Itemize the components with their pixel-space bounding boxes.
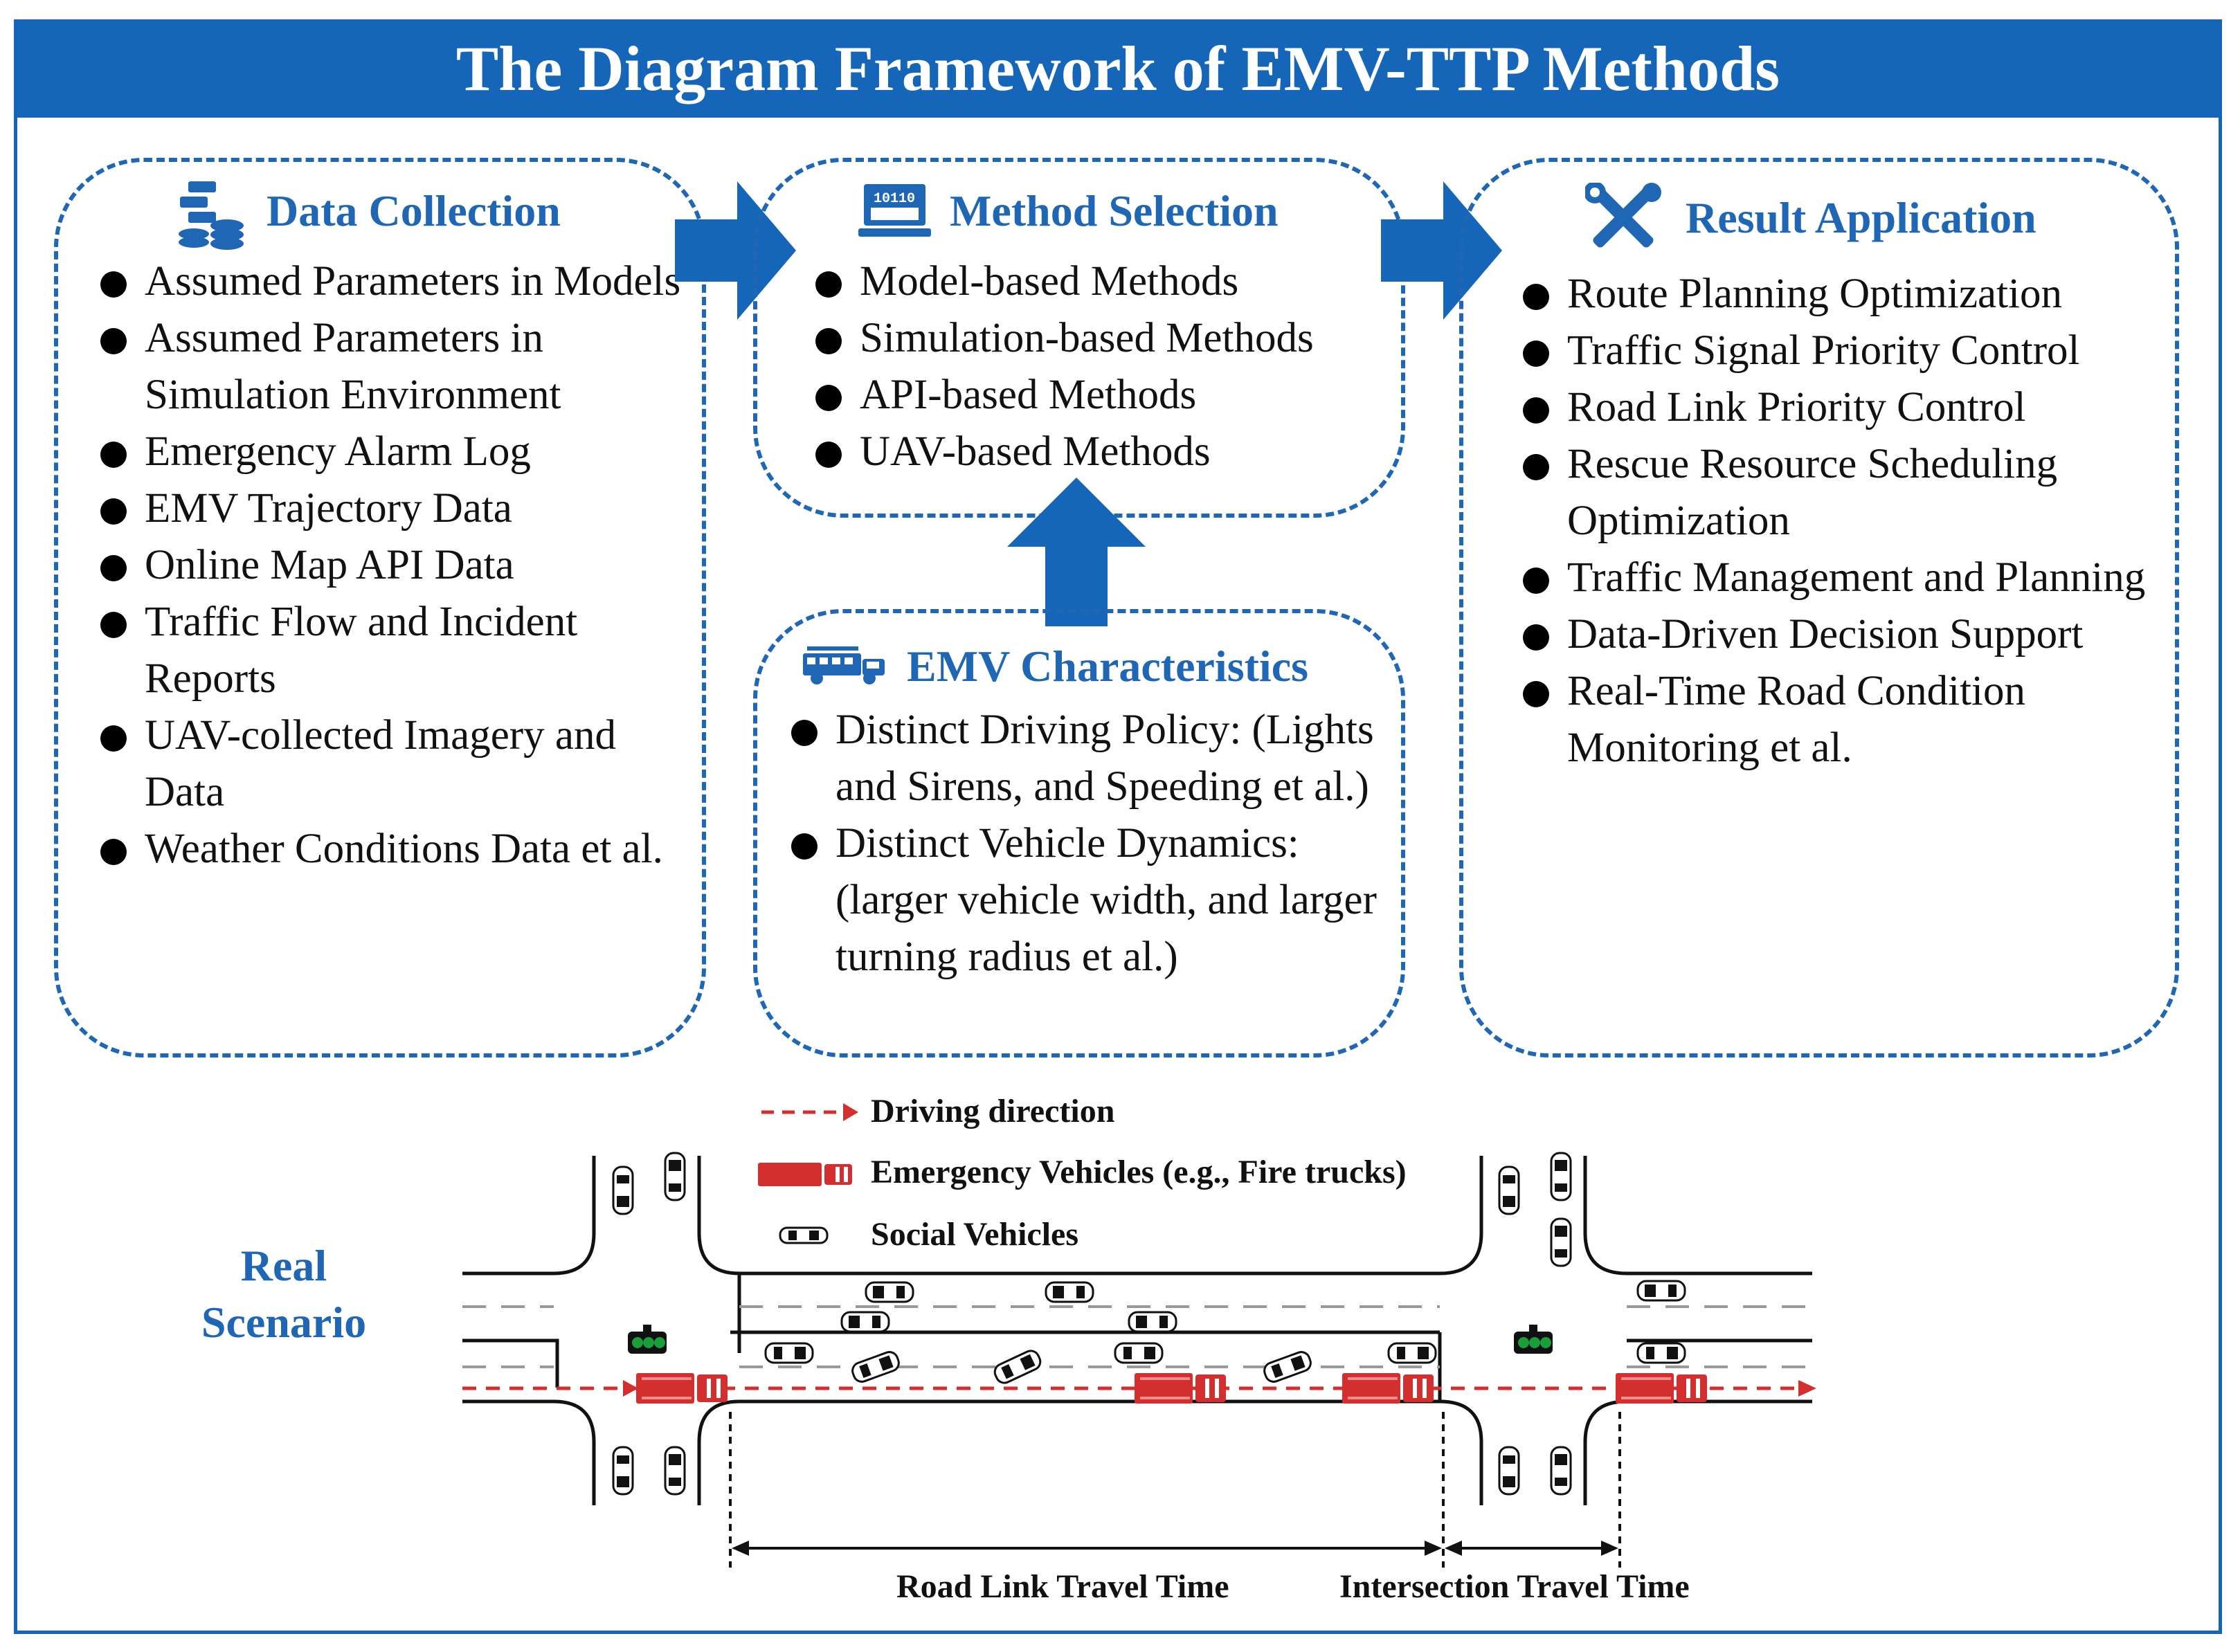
list-item: Assumed Parameters in Simulation Environ…	[100, 310, 682, 424]
car-legend-icon	[779, 1226, 829, 1244]
traffic-signal	[628, 1325, 667, 1354]
list-item: Traffic Flow and Incident Reports	[100, 594, 682, 707]
fire-truck-icon	[803, 646, 885, 684]
emergency-vehicle	[1342, 1373, 1434, 1404]
list-item: Online Map API Data	[100, 537, 682, 594]
driving-direction-arrow	[761, 1103, 858, 1121]
diagram-title: The Diagram Framework of EMV-TTP Methods	[14, 19, 2222, 118]
social-vehicle	[1128, 1311, 1177, 1333]
list-item: Simulation-based Methods	[815, 310, 1397, 367]
list-item: Road Link Priority Control	[1523, 379, 2174, 436]
social-vehicle	[1387, 1342, 1437, 1364]
social-vehicle	[1114, 1342, 1164, 1364]
social-vehicle	[1550, 1217, 1572, 1267]
list-item: Distinct Driving Policy: (Lights and Sir…	[791, 702, 1387, 815]
social-vehicle	[664, 1152, 686, 1201]
social-vehicle	[612, 1446, 634, 1496]
legend-social-vehicles: Social Vehicles	[871, 1216, 1079, 1253]
social-vehicle	[1261, 1348, 1315, 1386]
real-scenario-label: Real Scenario	[201, 1241, 367, 1347]
list-item: Route Planning Optimization	[1523, 266, 2174, 323]
legend-driving-direction: Driving direction	[871, 1093, 1115, 1129]
traffic-signal	[1514, 1325, 1553, 1354]
social-vehicle	[1498, 1165, 1520, 1215]
method-selection-title: Method Selection	[950, 186, 1279, 235]
intersection-travel-time-label: Intersection Travel Time	[1339, 1568, 1690, 1605]
social-vehicle	[764, 1342, 814, 1364]
result-application-list: Route Planning Optimization Traffic Sign…	[1523, 266, 2174, 777]
list-item: Rescue Resource Scheduling Optimization	[1523, 436, 2174, 550]
social-vehicle	[991, 1347, 1045, 1387]
social-vehicle	[840, 1311, 890, 1333]
tools-icon	[1585, 183, 1661, 248]
list-item: Traffic Management and Planning	[1523, 550, 2174, 606]
arrow-up	[1007, 478, 1146, 626]
result-application-title: Result Application	[1686, 193, 2036, 242]
list-item: UAV-collected Imagery and Data	[100, 707, 682, 821]
emv-characteristics-title: EMV Characteristics	[907, 642, 1308, 691]
emv-characteristics-box	[753, 609, 1405, 1058]
social-vehicle	[1550, 1446, 1572, 1496]
database-coins-icon	[179, 181, 244, 250]
legend-emergency-vehicles: Emergency Vehicles (e.g., Fire trucks)	[871, 1154, 1407, 1190]
social-vehicle	[849, 1348, 903, 1386]
svg-text:10110: 10110	[874, 191, 915, 207]
data-collection-title: Data Collection	[267, 186, 561, 235]
list-item: Data-Driven Decision Support	[1523, 606, 2174, 663]
result-application-box	[1459, 158, 2179, 1058]
social-vehicle	[1550, 1152, 1572, 1201]
method-selection-list: Model-based Methods Simulation-based Met…	[815, 253, 1397, 480]
emv-characteristics-list: Distinct Driving Policy: (Lights and Sir…	[791, 702, 1387, 986]
social-vehicle	[612, 1165, 634, 1215]
fire-truck-legend-icon	[758, 1163, 852, 1186]
list-item: Real-Time Road Condition Monitoring et a…	[1523, 663, 2174, 777]
data-collection-list: Assumed Parameters in Models Assumed Par…	[100, 253, 682, 878]
list-item: Emergency Alarm Log	[100, 424, 682, 480]
list-item: Assumed Parameters in Models	[100, 253, 682, 310]
list-item: Distinct Vehicle Dynamics: (larger vehic…	[791, 815, 1387, 986]
data-collection-box	[54, 158, 706, 1058]
emergency-vehicle	[1135, 1373, 1226, 1404]
emergency-vehicle	[1616, 1373, 1707, 1404]
binary-computer-icon: 10110	[858, 184, 931, 237]
emergency-vehicle	[636, 1373, 728, 1404]
road-link-travel-time-label: Road Link Travel Time	[896, 1568, 1229, 1605]
list-item: Weather Conditions Data et al.	[100, 821, 682, 878]
list-item: API-based Methods	[815, 367, 1397, 424]
social-vehicle	[865, 1281, 914, 1303]
list-item: Traffic Signal Priority Control	[1523, 323, 2174, 379]
list-item: UAV-based Methods	[815, 424, 1397, 480]
social-vehicle	[1498, 1446, 1520, 1496]
social-vehicle	[1636, 1280, 1686, 1302]
social-vehicle	[1045, 1281, 1094, 1303]
social-vehicle	[664, 1446, 686, 1496]
list-item: EMV Trajectory Data	[100, 480, 682, 537]
social-vehicle	[1636, 1342, 1686, 1364]
list-item: Model-based Methods	[815, 253, 1397, 310]
